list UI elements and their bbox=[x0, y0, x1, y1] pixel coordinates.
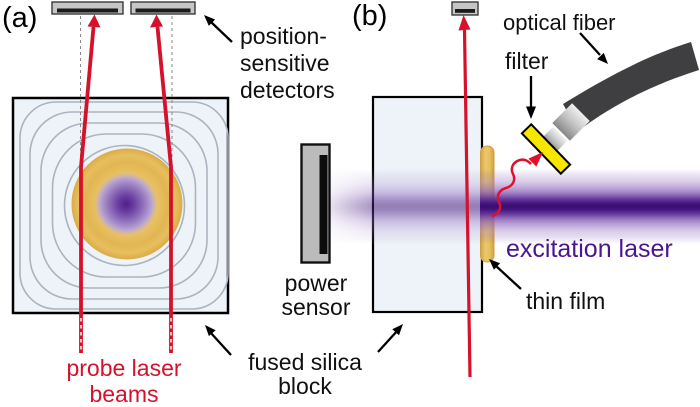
fiber-ferrule bbox=[552, 103, 590, 141]
fused-label-line1: fused silica bbox=[248, 349, 362, 375]
optical-fiber-annotation-arrow bbox=[579, 32, 608, 64]
detectors-label-line2: sensitive bbox=[240, 50, 330, 76]
probe-beam-b-arrowhead bbox=[458, 15, 471, 31]
position-sensitive-detector-right bbox=[130, 1, 196, 15]
position-sensitive-detector-b bbox=[451, 1, 479, 16]
fused-silica-annotation-arrow-left bbox=[205, 325, 232, 356]
power-sensor-absorber bbox=[319, 155, 328, 254]
contour-line bbox=[51, 133, 197, 278]
power-label-line2: sensor bbox=[281, 294, 351, 320]
probe-beam-right bbox=[155, 26, 173, 353]
detectors-label-line3: detectors bbox=[240, 77, 335, 103]
thin-film-annotation-arrow bbox=[489, 259, 522, 290]
probe-label-line1: probe laser bbox=[66, 355, 182, 381]
optical-fiber-label: optical fiber bbox=[503, 10, 616, 35]
power-sensor bbox=[300, 143, 331, 264]
refractive-index-contours bbox=[19, 101, 229, 310]
excitation-hotspot bbox=[94, 172, 158, 236]
probe-beam-left-arrowhead bbox=[87, 14, 101, 28]
excitation-beam-in-block bbox=[375, 169, 480, 244]
thin-film-label: thin film bbox=[526, 288, 606, 314]
probe-beam-left bbox=[79, 26, 96, 353]
fused-silica-annotation-arrow-right bbox=[377, 324, 403, 353]
detector-active-strip bbox=[455, 9, 475, 13]
probe-beam-b bbox=[458, 15, 472, 378]
contour-line bbox=[63, 144, 186, 267]
contour-line bbox=[19, 101, 229, 310]
detectors-label-line1: position- bbox=[240, 23, 327, 49]
contour-line bbox=[40, 122, 208, 289]
excitation-beam-incident bbox=[480, 169, 700, 244]
detector-active-strip bbox=[57, 8, 118, 13]
detector-active-strip bbox=[135, 8, 191, 13]
panel-b-label: (b) bbox=[352, 0, 388, 32]
contour-line bbox=[29, 111, 219, 300]
filter-annotation-arrow bbox=[526, 76, 536, 119]
filter-label: filter bbox=[505, 48, 549, 74]
fluorescence-wavy-arrow bbox=[491, 152, 543, 218]
power-label-line1: power bbox=[284, 270, 348, 296]
fused-label-line2: block bbox=[278, 373, 332, 399]
fiber-ferrule-tip bbox=[540, 126, 568, 154]
panel-a-label: (a) bbox=[2, 2, 38, 34]
undeflected-path-guides bbox=[80, 16, 173, 168]
detectors-annotation-arrow bbox=[204, 15, 233, 43]
optical-fiber bbox=[563, 42, 699, 131]
position-sensitive-detector-left bbox=[51, 1, 124, 15]
probe-beam-right-arrowhead bbox=[150, 14, 163, 28]
probe-label-line2: beams bbox=[89, 381, 159, 407]
excitation-laser-label: excitation laser bbox=[506, 235, 673, 263]
excitation-beam-fade bbox=[329, 169, 375, 244]
